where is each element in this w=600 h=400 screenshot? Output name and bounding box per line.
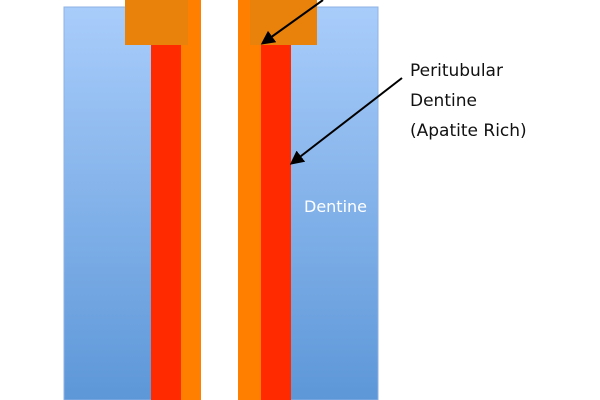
collar-layer-right [238, 0, 261, 400]
label-peritubular-line1: Peritubular [410, 61, 503, 81]
peritubular-layer-left [151, 45, 181, 400]
label-dentine: Dentine [304, 197, 367, 216]
arrow-to-collar [260, 0, 324, 45]
peritubular-layer-right [261, 45, 291, 400]
cap-block-right [250, 0, 317, 45]
label-peritubular-line3: (Apatite Rich) [410, 121, 527, 141]
arrow-to-peritubular [289, 77, 403, 165]
tubule-lumen [201, 0, 238, 400]
collar-layer-left [181, 0, 201, 400]
label-peritubular-line2: Dentine [410, 91, 477, 111]
cap-block-left [125, 0, 188, 45]
